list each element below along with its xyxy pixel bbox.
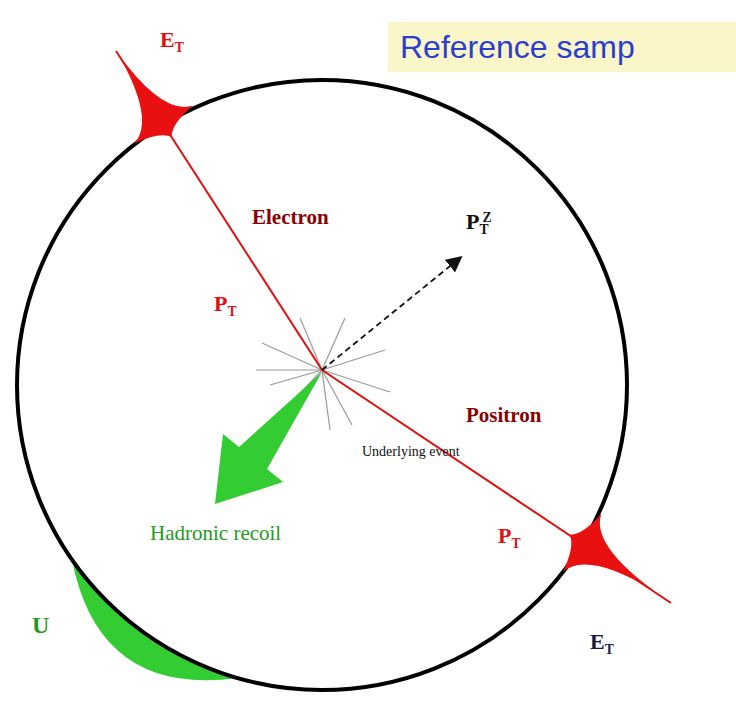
transverse-energy: ET (590, 630, 614, 654)
energy-deposit (550, 506, 672, 620)
z-momentum-arrow (322, 258, 460, 370)
title-text: Reference samp (400, 29, 635, 66)
recoil-deposit (72, 560, 238, 680)
recoil-symbol: U (32, 612, 49, 638)
underlying-event-label: Underlying event (362, 444, 460, 459)
recoil-label: Hadronic recoil (150, 522, 281, 545)
z-momentum: PTZ (466, 210, 492, 234)
recoil-arrow (215, 372, 322, 504)
title-box: Reference samp (388, 22, 736, 72)
underlying-event-tracks (256, 318, 390, 430)
particle-name: Electron (252, 206, 329, 229)
detector-circle (17, 80, 627, 690)
transverse-momentum: PT (214, 292, 237, 316)
energy-deposit (88, 34, 201, 156)
particle-name: Positron (466, 404, 541, 427)
transverse-energy: ET (160, 28, 184, 52)
transverse-momentum: PT (498, 524, 521, 548)
